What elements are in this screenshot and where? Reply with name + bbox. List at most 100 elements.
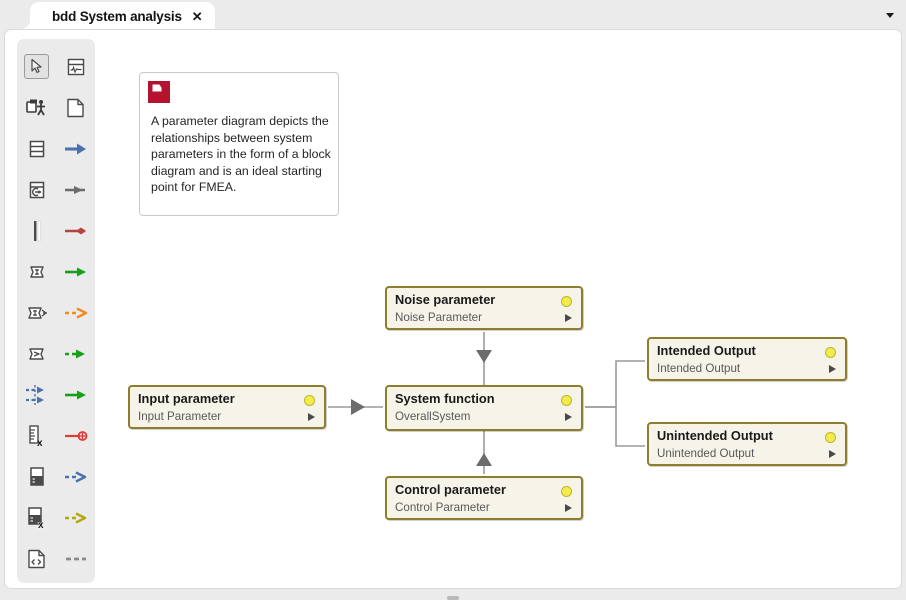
actor-tool[interactable] <box>17 87 56 128</box>
block-intended-output[interactable]: Intended Output Intended Output <box>647 337 847 381</box>
beaker-x-icon: x <box>26 506 48 530</box>
gray-arrow-icon <box>63 182 89 198</box>
note-tool[interactable] <box>56 87 95 128</box>
block-system-function[interactable]: System function OverallSystem <box>385 385 583 431</box>
block-tool[interactable] <box>17 128 56 169</box>
toolbar-row: x <box>17 415 95 456</box>
toolbar-row <box>17 46 95 87</box>
actor-block-icon <box>25 97 49 119</box>
close-icon[interactable]: ✕ <box>191 8 203 24</box>
toolbar-row <box>17 251 95 292</box>
expand-triangle-icon[interactable] <box>829 365 836 373</box>
diagram-canvas[interactable]: A parameter diagram depicts the relation… <box>95 30 901 588</box>
block-subtitle: Input Parameter <box>138 410 222 423</box>
interface-block-tool[interactable] <box>17 169 56 210</box>
block-subtitle: Noise Parameter <box>395 311 482 324</box>
block-subtitle: Unintended Output <box>657 447 755 460</box>
block-title: Control parameter <box>395 482 506 497</box>
dashed-line-tool[interactable] <box>56 538 95 579</box>
toolbar-row <box>17 456 95 497</box>
tab-label: bdd System analysis <box>52 8 182 24</box>
note-box[interactable]: A parameter diagram depicts the relation… <box>139 72 339 216</box>
unit-tool[interactable] <box>17 456 56 497</box>
toolbar-row <box>17 538 95 579</box>
realization-tool[interactable] <box>56 497 95 538</box>
block-title: System function <box>395 391 495 406</box>
tab-bdd-system-analysis[interactable]: bdd System analysis ✕ <box>20 2 215 30</box>
block-subtitle: OverallSystem <box>395 410 471 423</box>
dashed-orange-tool[interactable] <box>56 292 95 333</box>
value-type-tool[interactable]: x <box>17 415 56 456</box>
proxy-port-icon <box>25 304 49 322</box>
horizontal-scrollbar[interactable] <box>447 596 459 600</box>
code-page-icon <box>26 548 48 570</box>
tab-strip: bdd System analysis ✕ <box>0 0 906 30</box>
block-title: Unintended Output <box>657 428 773 443</box>
toolbar-row <box>17 333 95 374</box>
expand-triangle-icon[interactable] <box>565 314 572 322</box>
toolbar-row <box>17 374 95 415</box>
block-title: Noise parameter <box>395 292 496 307</box>
status-dot-icon <box>561 395 572 406</box>
palette-toolbar: x <box>17 39 95 583</box>
status-dot-icon <box>304 395 315 406</box>
block-input-parameter[interactable]: Input parameter Input Parameter <box>128 385 326 429</box>
toolbar-row: x <box>17 497 95 538</box>
dependency-tool[interactable] <box>56 456 95 497</box>
proxy-port-tool[interactable] <box>17 292 56 333</box>
interface-block-icon <box>27 179 47 201</box>
toolbar-row <box>17 210 95 251</box>
dashed-green-tool[interactable] <box>56 333 95 374</box>
svg-text:x: x <box>38 520 44 530</box>
quantity-kind-tool[interactable]: x <box>17 497 56 538</box>
block-title: Intended Output <box>657 343 756 358</box>
port-tool[interactable] <box>17 251 56 292</box>
beaker-icon <box>27 465 47 489</box>
vertical-bars-icon <box>30 219 44 243</box>
toolbar-row <box>17 169 95 210</box>
full-port-tool[interactable] <box>17 333 56 374</box>
olive-dashed-arrow-icon <box>63 510 89 526</box>
note-page-icon <box>65 97 86 119</box>
green-dashed-arrow-icon <box>63 346 89 362</box>
composition-tool[interactable] <box>56 210 95 251</box>
red-diamond-arrow-icon <box>63 223 89 239</box>
block-unintended-output[interactable]: Unintended Output Unintended Output <box>647 422 847 466</box>
directed-arrow-tool[interactable] <box>56 169 95 210</box>
cursor-arrow-icon <box>24 54 49 79</box>
green-arrow-icon <box>63 264 89 280</box>
flow-tool[interactable] <box>56 251 95 292</box>
status-dot-icon <box>825 347 836 358</box>
item-flow-tool[interactable] <box>17 374 56 415</box>
part-separator-tool[interactable] <box>17 210 56 251</box>
expand-triangle-icon[interactable] <box>565 413 572 421</box>
expand-triangle-icon[interactable] <box>565 504 572 512</box>
green-arrow-tool-2[interactable] <box>56 374 95 415</box>
expand-triangle-icon[interactable] <box>829 450 836 458</box>
status-dot-icon <box>561 486 572 497</box>
constraint-tool[interactable] <box>56 415 95 456</box>
block-control-parameter[interactable]: Control parameter Control Parameter <box>385 476 583 520</box>
code-artifact-tool[interactable] <box>17 538 56 579</box>
expand-triangle-icon[interactable] <box>308 413 315 421</box>
association-tool[interactable] <box>56 128 95 169</box>
block-subtitle: Control Parameter <box>395 501 490 514</box>
orange-dashed-arrow-icon <box>63 305 89 321</box>
full-port-icon <box>25 345 49 363</box>
block-noise-parameter[interactable]: Noise parameter Noise Parameter <box>385 286 583 330</box>
ruler-x-icon: x <box>26 424 48 448</box>
blue-dashed-arrow-icon <box>63 469 89 485</box>
red-note-icon <box>148 81 170 103</box>
gray-dashed-line-icon <box>63 551 89 567</box>
select-tool[interactable] <box>17 46 56 87</box>
block-rows-icon <box>27 138 47 160</box>
chevron-down-icon[interactable] <box>884 9 896 21</box>
status-dot-icon <box>825 432 836 443</box>
toolbar-row <box>17 87 95 128</box>
status-dot-icon <box>561 296 572 307</box>
toolbar-row <box>17 128 95 169</box>
editor-pane: x <box>4 29 902 589</box>
toolbar-row <box>17 292 95 333</box>
requirement-tool[interactable] <box>56 46 95 87</box>
